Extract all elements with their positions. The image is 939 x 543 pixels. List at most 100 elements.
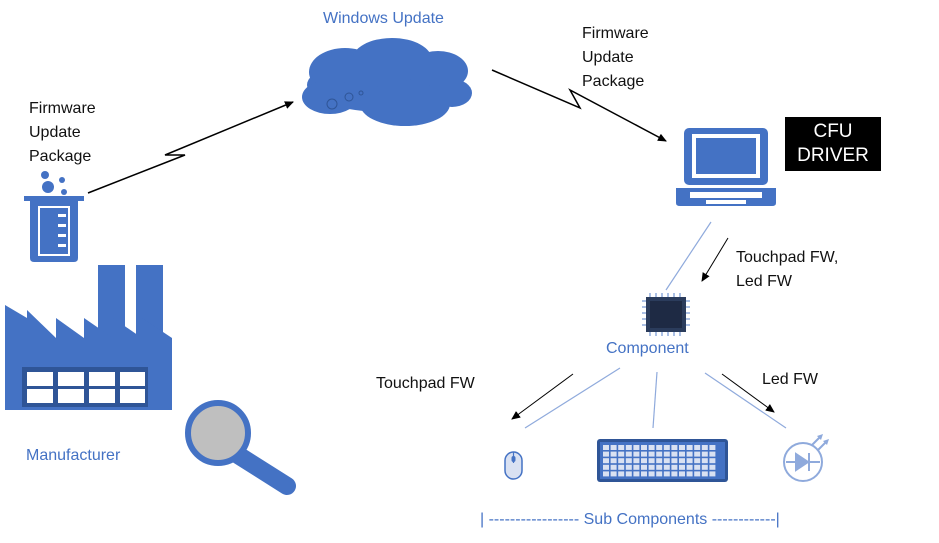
keyboard-key	[618, 445, 625, 450]
arrow-down-component	[701, 237, 729, 282]
keyboard-key	[679, 464, 685, 470]
keyboard-key	[671, 458, 678, 464]
chip-icon	[642, 293, 690, 336]
keyboard-key	[625, 471, 632, 477]
keyboard-key	[663, 464, 670, 470]
keyboard-key	[709, 445, 716, 450]
keyboard-key	[625, 445, 632, 450]
cfu-driver-line1: CFU	[813, 121, 853, 142]
keyboard-key	[663, 451, 670, 457]
keyboard-key	[694, 471, 701, 477]
keyboard-key	[648, 451, 655, 457]
keyboard-key	[648, 458, 655, 464]
cfu-driver-line2: DRIVER	[797, 145, 869, 166]
manufacturer-label: Manufacturer	[26, 447, 121, 464]
keyboard-key	[671, 464, 678, 470]
keyboard-key	[648, 471, 655, 477]
keyboard-key	[610, 458, 617, 464]
magnifier-icon	[185, 400, 296, 495]
keyboard-key	[701, 471, 708, 477]
keyboard-key	[694, 464, 701, 470]
keyboard-key	[603, 464, 609, 470]
keyboard-key	[618, 464, 625, 470]
keyboard-key	[701, 445, 708, 450]
beaker-icon	[24, 171, 84, 262]
keyboard-key	[679, 445, 685, 450]
touchpad-led-fw-label: Touchpad FW, Led FW	[736, 249, 839, 290]
keyboard-key	[641, 471, 647, 477]
subcomponent-connectors	[524, 367, 787, 429]
arrow-led	[721, 373, 775, 413]
keyboard-key	[709, 471, 716, 477]
keyboard-key	[618, 451, 625, 457]
keyboard-key	[656, 458, 663, 464]
keyboard-key	[633, 445, 640, 450]
arrow-touchpad	[511, 373, 574, 420]
laptop-icon	[676, 128, 776, 206]
keyboard-key	[633, 458, 640, 464]
keyboard-key	[648, 464, 655, 470]
firmware-package-left-label: Firmware Update Package	[29, 100, 96, 165]
keyboard-key	[709, 458, 716, 464]
touchpad-fw-label: Touchpad FW	[376, 375, 475, 392]
keyboard-key	[679, 458, 685, 464]
keyboard-key	[641, 451, 647, 457]
firmware-package-right-label: Firmware Update Package	[582, 25, 649, 90]
keyboard-key	[679, 451, 685, 457]
cfu-driver-badge: CFU DRIVER	[785, 117, 881, 171]
keyboard-key	[656, 451, 663, 457]
keyboard-key	[663, 458, 670, 464]
keyboard-key	[625, 451, 632, 457]
mouse-icon	[504, 451, 523, 480]
led-diode-icon	[783, 434, 829, 482]
keyboard-key	[603, 445, 609, 450]
keyboard-key	[694, 451, 701, 457]
keyboard-key	[656, 445, 663, 450]
keyboard-key	[603, 458, 609, 464]
keyboard-key	[633, 451, 640, 457]
keyboard-key	[633, 471, 640, 477]
keyboard-key	[648, 445, 655, 450]
keyboard-key	[671, 451, 678, 457]
keyboard-key	[663, 445, 670, 450]
keyboard-key	[694, 445, 701, 450]
download-arrow	[491, 69, 667, 142]
keyboard-key	[625, 458, 632, 464]
factory-icon	[5, 265, 172, 410]
led-fw-label: Led FW	[762, 371, 819, 388]
keyboard-key	[656, 464, 663, 470]
keyboard-key	[641, 464, 647, 470]
keyboard-key	[709, 464, 716, 470]
keyboard-key	[671, 445, 678, 450]
keyboard-key	[603, 451, 609, 457]
keyboard-key	[610, 471, 617, 477]
keyboard-key	[610, 451, 617, 457]
keyboard-key	[603, 471, 609, 477]
windows-update-label: Windows Update	[323, 10, 444, 27]
keyboard-key	[663, 471, 670, 477]
keyboard-key	[641, 445, 647, 450]
keyboard-key	[671, 471, 678, 477]
keyboard-icon	[597, 439, 728, 482]
keyboard-key	[686, 471, 693, 477]
keyboard-key	[686, 464, 693, 470]
connector-laptop-component	[665, 221, 712, 291]
keyboard-key	[709, 451, 716, 457]
keyboard-key	[686, 445, 693, 450]
keyboard-key	[641, 458, 647, 464]
keyboard-key	[610, 445, 617, 450]
keyboard-key	[633, 464, 640, 470]
keyboard-key	[686, 451, 693, 457]
keyboard-key	[618, 458, 625, 464]
component-label: Component	[606, 340, 689, 357]
sub-components-label: | ----------------- Sub Components -----…	[480, 511, 780, 528]
keyboard-key	[656, 471, 663, 477]
keyboard-key	[610, 464, 617, 470]
keyboard-key	[701, 458, 708, 464]
keyboard-key	[701, 464, 708, 470]
upload-arrow	[87, 101, 294, 194]
keyboard-key	[686, 458, 693, 464]
keyboard-key	[694, 458, 701, 464]
keyboard-key	[701, 451, 708, 457]
